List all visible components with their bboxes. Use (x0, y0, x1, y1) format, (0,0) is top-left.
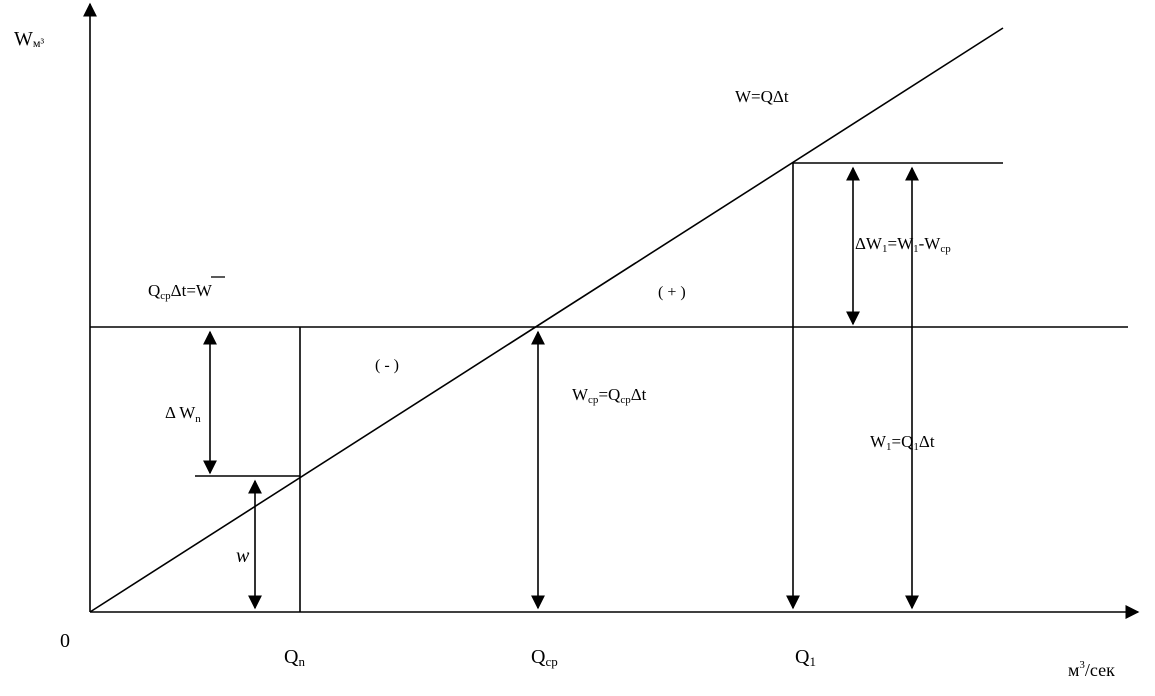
w1-label: W1=Q1Δt (870, 432, 935, 453)
y-axis-label: Wм³ (14, 28, 44, 50)
average-level-label: QсрΔt=W (148, 281, 213, 302)
wcp-label: Wср=QсрΔt (572, 385, 647, 406)
qcp-label: Qср (531, 646, 558, 669)
plus-zone-label: ( + ) (658, 284, 686, 301)
minus-zone-label: ( - ) (375, 357, 399, 374)
delta-w1-label: ΔW1=W1-Wср (855, 234, 951, 255)
qn-label: Qn (284, 646, 305, 669)
origin-label: 0 (60, 630, 70, 652)
x-axis-unit-label: м3/сек (1068, 659, 1115, 680)
line-equation-label: W=QΔt (735, 87, 789, 106)
volume-line (89, 27, 1004, 613)
q1-label: Q1 (795, 646, 816, 669)
small-w-label: w (236, 545, 250, 567)
delta-wn-label: Δ Wn (165, 403, 201, 425)
